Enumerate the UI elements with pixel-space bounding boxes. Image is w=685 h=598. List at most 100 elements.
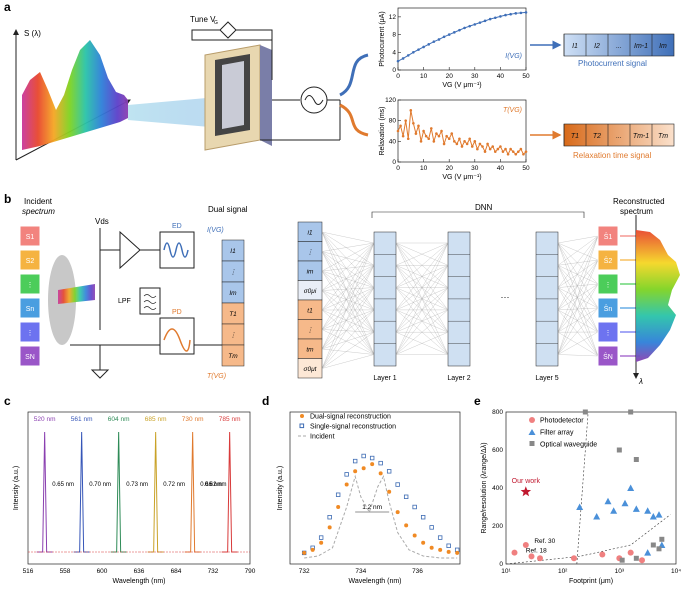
peak-label: 520 nm [34, 416, 56, 423]
x-tick-label: 516 [23, 568, 34, 575]
y-axis-label: Intensity (a.u.) [13, 466, 20, 510]
data-point [415, 132, 418, 135]
data-point [471, 145, 474, 148]
column-cell-label: ⋮ [307, 327, 314, 334]
filter-array-point [627, 485, 634, 492]
signal-cell: I2 [594, 43, 600, 50]
dual-point [421, 541, 425, 545]
data-point [407, 137, 410, 140]
data-point [474, 23, 477, 26]
dual-point [370, 462, 374, 466]
connection [558, 265, 598, 308]
filter-array-point [650, 513, 657, 520]
trend-line [577, 412, 588, 564]
data-point [448, 137, 451, 140]
data-point [525, 11, 528, 14]
plot-frame [398, 8, 526, 70]
data-point [514, 12, 517, 15]
data-point [512, 150, 515, 153]
data-point [520, 148, 523, 151]
data-point [509, 148, 512, 151]
data-point [466, 143, 469, 146]
column-cell-label: t1 [307, 307, 313, 314]
data-point [499, 145, 502, 148]
y-tick-label: 800 [492, 409, 503, 416]
data-point [494, 150, 497, 153]
connection [558, 265, 598, 356]
column-cell-label: Im [229, 290, 237, 297]
column-cell-label: ⋮ [230, 332, 237, 339]
single-point [319, 536, 323, 540]
x-tick-label: 10⁴ [671, 568, 681, 575]
data-point [438, 135, 441, 138]
ed-label: ED [172, 223, 182, 230]
dual-point [345, 483, 349, 487]
single-point [421, 515, 425, 519]
x-tick-label: 0 [396, 165, 400, 172]
photodetector-point [639, 557, 645, 563]
x-axis-label: Footprint (μm) [569, 578, 613, 585]
photocurrent-signal-label: Photocurrent signal [578, 59, 647, 68]
dual-signal-label: Dual signal [208, 205, 248, 214]
data-point [474, 140, 477, 143]
connection [322, 243, 374, 330]
i-vg-label: I(VG) [207, 227, 224, 234]
data-point [491, 145, 494, 148]
single-point [413, 505, 417, 509]
connection [558, 243, 598, 356]
device-illustration: Tune V G [190, 15, 368, 150]
connection [558, 260, 598, 332]
legend-label: Optical waveguide [540, 442, 597, 449]
single-point [345, 473, 349, 477]
spectrum-block-label: ⋮ [27, 282, 34, 289]
single-point [328, 515, 332, 519]
connection [558, 355, 598, 357]
x-tick-label: 50 [522, 73, 530, 80]
data-point [463, 140, 466, 143]
peak-label: 685 nm [145, 416, 167, 423]
connection [558, 284, 598, 355]
panel-label-b: b [4, 192, 11, 206]
reconstructed-title-1: Reconstructed [613, 197, 665, 206]
connection [558, 243, 598, 284]
data-point [479, 21, 482, 24]
connection [558, 288, 598, 332]
data-point [494, 16, 497, 19]
photodetector-point [571, 555, 577, 561]
data-point [397, 130, 400, 133]
relaxation-signal-label: Relaxation time signal [573, 151, 651, 160]
spectrum-block-label: ⋮ [605, 282, 612, 289]
spectrum-block-label: ⋮ [27, 330, 34, 337]
dual-point [430, 546, 434, 550]
data-point [427, 43, 430, 46]
spacing-label: 0.62 nm [205, 482, 227, 488]
spacing-label: 0.65 nm [52, 482, 74, 488]
connection [322, 288, 374, 291]
connection [322, 330, 374, 333]
column-cell-label: tm [306, 346, 314, 353]
x-tick-label: 736 [412, 568, 423, 575]
voltage-source-icon [220, 22, 236, 38]
data-point [417, 125, 420, 128]
y-tick-label: 400 [492, 485, 503, 492]
data-point [507, 153, 510, 156]
spectrum-area [22, 40, 128, 150]
data-point [420, 140, 423, 143]
spectrum-block-label: ŜN [603, 352, 613, 361]
connection [322, 252, 374, 266]
data-point [399, 125, 402, 128]
ellipsis: ··· [501, 292, 510, 302]
connection [558, 260, 598, 310]
data-point [489, 18, 492, 21]
x-tick-label: 30 [471, 165, 479, 172]
data-point [402, 135, 405, 138]
single-point [387, 470, 391, 474]
data-point [402, 57, 405, 60]
data-point [509, 13, 512, 16]
y-axis-label: Intensity (a.u.) [277, 466, 284, 510]
y-tick-label: 12 [389, 14, 397, 21]
